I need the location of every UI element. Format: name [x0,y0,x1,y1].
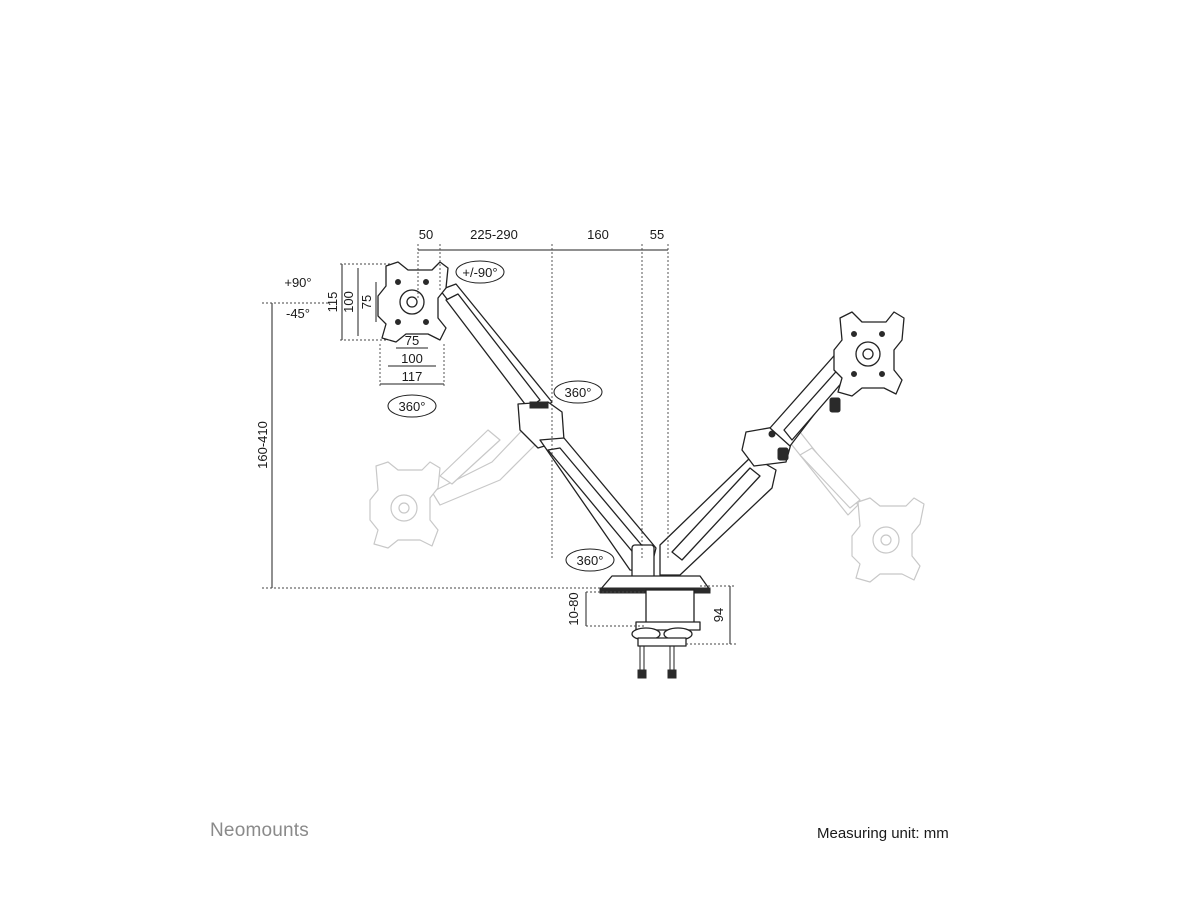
swivel-base-oval [565,548,615,572]
dim-vesa-h-75: 75 [405,333,419,348]
swivel-base-label: 360° [577,553,604,568]
dim-vesa-h-117: 117 [402,369,423,384]
measuring-unit-note: Measuring unit: mm [817,825,949,842]
right-arm [659,311,905,576]
dim-vesa-h-100: 100 [401,351,423,366]
dim-vesa-v-75: 75 [359,295,374,309]
ghost-left-arm [369,419,549,549]
swivel-elbow-label: 360° [565,385,592,400]
swivel-head-oval [387,394,437,418]
dim-top-160: 160 [587,227,609,242]
tilt-up-label: +90° [284,275,311,290]
dim-clamp-range: 10-80 [566,592,581,625]
dim-top-55: 55 [650,227,664,242]
dim-top-225-290: 225-290 [470,227,518,242]
dim-vesa-v-115: 115 [325,292,340,313]
ghost-right-arm [787,431,925,583]
desk-clamp [599,575,711,679]
brand-logo: Neomounts [210,820,309,841]
swivel-head-label: 360° [399,399,426,414]
dim-height-range: 160-410 [255,421,270,469]
swivel-elbow-oval [553,380,603,404]
dim-vesa-v-100: 100 [341,291,356,313]
dimension-lines [262,244,736,645]
dim-top-50: 50 [419,227,433,242]
rotate-vesa-oval [455,260,505,284]
tilt-down-label: -45° [286,306,310,321]
left-arm [377,261,657,582]
dim-clamp-height: 94 [711,608,726,622]
rotate-vesa-label: +/-90° [462,265,497,280]
